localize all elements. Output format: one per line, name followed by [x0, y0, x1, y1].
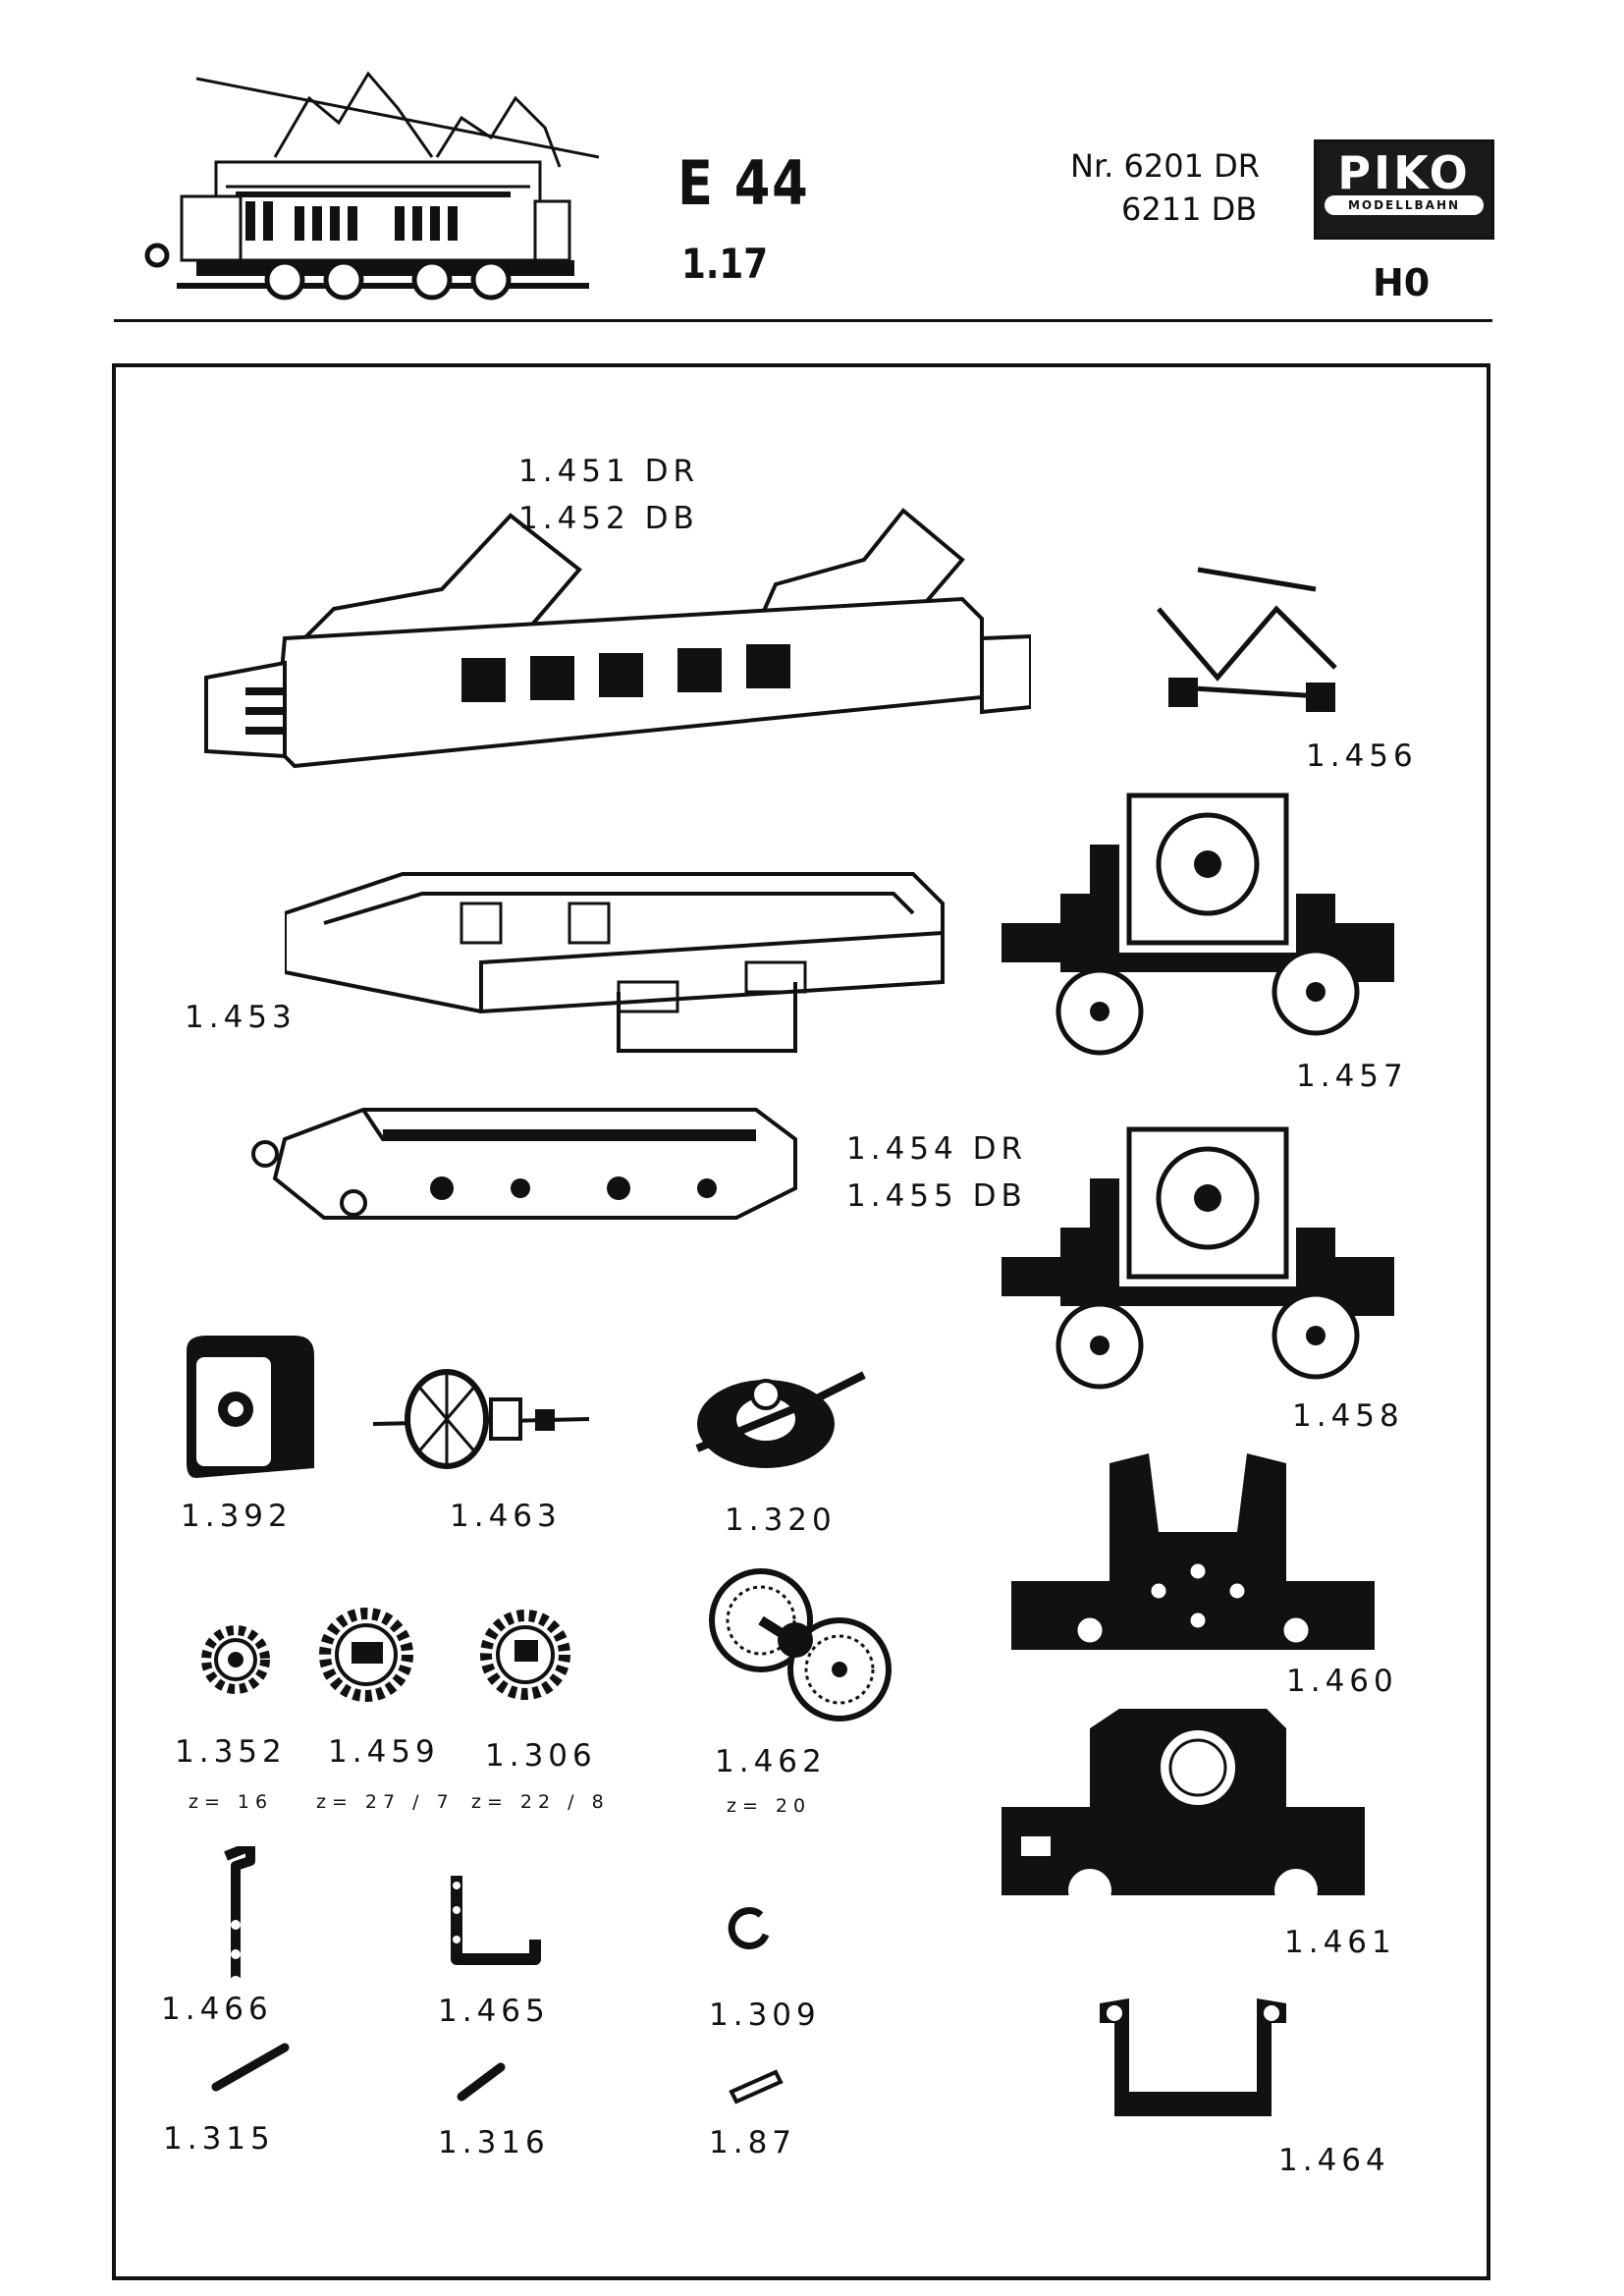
motor-bogie-drawing [1001, 793, 1394, 1056]
part-label-1465: 1.465 [438, 1994, 550, 2029]
part-label-1455: 1.455 DB [846, 1178, 1027, 1214]
logo-band: MODELLBAHN [1325, 195, 1484, 215]
part-label-1463: 1.463 [450, 1499, 562, 1534]
part-label-1352: 1.352 [175, 1734, 287, 1770]
logo-text: PIKO [1337, 146, 1471, 199]
part-label-1453: 1.453 [185, 1000, 297, 1035]
body-shell-drawing [204, 508, 1031, 769]
teeth-count-1306: z= 22 / 8 [471, 1791, 610, 1813]
parts-frame [112, 363, 1490, 2280]
part-label-1392: 1.392 [181, 1499, 293, 1534]
part-label-1461: 1.461 [1284, 1925, 1396, 1960]
scale-label: H0 [1373, 261, 1431, 304]
underframe-drawing [251, 1108, 797, 1220]
locomotive-illustration [144, 71, 599, 301]
part-label-1451: 1.451 DR [518, 454, 700, 489]
gear-double-22-drawing [480, 1610, 570, 1700]
pantograph-drawing [1157, 567, 1337, 712]
part-label-1316: 1.316 [438, 2125, 550, 2160]
part-label-1452: 1.452 DB [518, 501, 699, 536]
magnet-drawing [695, 1371, 866, 1468]
part-label-1456: 1.456 [1306, 738, 1418, 774]
gear-small-drawing [201, 1625, 270, 1694]
part-label-1454: 1.454 DR [846, 1131, 1028, 1167]
bogie-frame-drawing [1001, 1709, 1365, 1912]
teeth-count-1459: z= 27 / 7 [316, 1791, 455, 1813]
part-label-187: 1.87 [709, 2125, 797, 2160]
side-frame-drawing [1011, 1453, 1375, 1650]
header-rule [114, 319, 1492, 322]
bracket-drawing [451, 1876, 541, 1965]
motor-armature-drawing [373, 1369, 589, 1469]
sheet-number: 1.17 [681, 240, 769, 288]
part-label-1460: 1.460 [1286, 1664, 1398, 1699]
teeth-count-1462: z= 20 [727, 1795, 812, 1817]
model-title: E 44 [677, 147, 810, 219]
teeth-count-1352: z= 16 [189, 1791, 274, 1813]
lamp-housing-drawing [187, 1336, 314, 1478]
pin-short-drawing [457, 2062, 506, 2102]
part-label-1462: 1.462 [715, 1744, 827, 1779]
pin-long-drawing [211, 2043, 290, 2092]
lever-drawing [224, 1846, 255, 1988]
piko-logo: PIKO MODELLBAHN [1314, 139, 1494, 240]
part-label-1306: 1.306 [485, 1738, 597, 1774]
gear-double-27-drawing [319, 1608, 413, 1702]
part-label-1309: 1.309 [709, 1997, 821, 2033]
contact-plate-drawing [729, 2069, 784, 2105]
part-label-1457: 1.457 [1296, 1059, 1408, 1094]
chassis-tub-drawing [285, 872, 945, 1053]
article-number-db: 6211 DB [1121, 191, 1258, 228]
article-number-dr: Nr. 6201 DR [1070, 147, 1260, 185]
bolster-drawing [1100, 1998, 1286, 2116]
part-label-1459: 1.459 [328, 1734, 440, 1770]
part-label-1466: 1.466 [161, 1992, 273, 2027]
part-label-1315: 1.315 [163, 2121, 275, 2157]
wheelset-drawing [709, 1568, 892, 1722]
part-label-1320: 1.320 [725, 1503, 837, 1538]
part-label-1458: 1.458 [1292, 1398, 1404, 1434]
clip-ring-drawing [728, 1907, 770, 1950]
part-label-1464: 1.464 [1278, 2143, 1390, 2178]
trailing-bogie-drawing [1001, 1126, 1394, 1390]
